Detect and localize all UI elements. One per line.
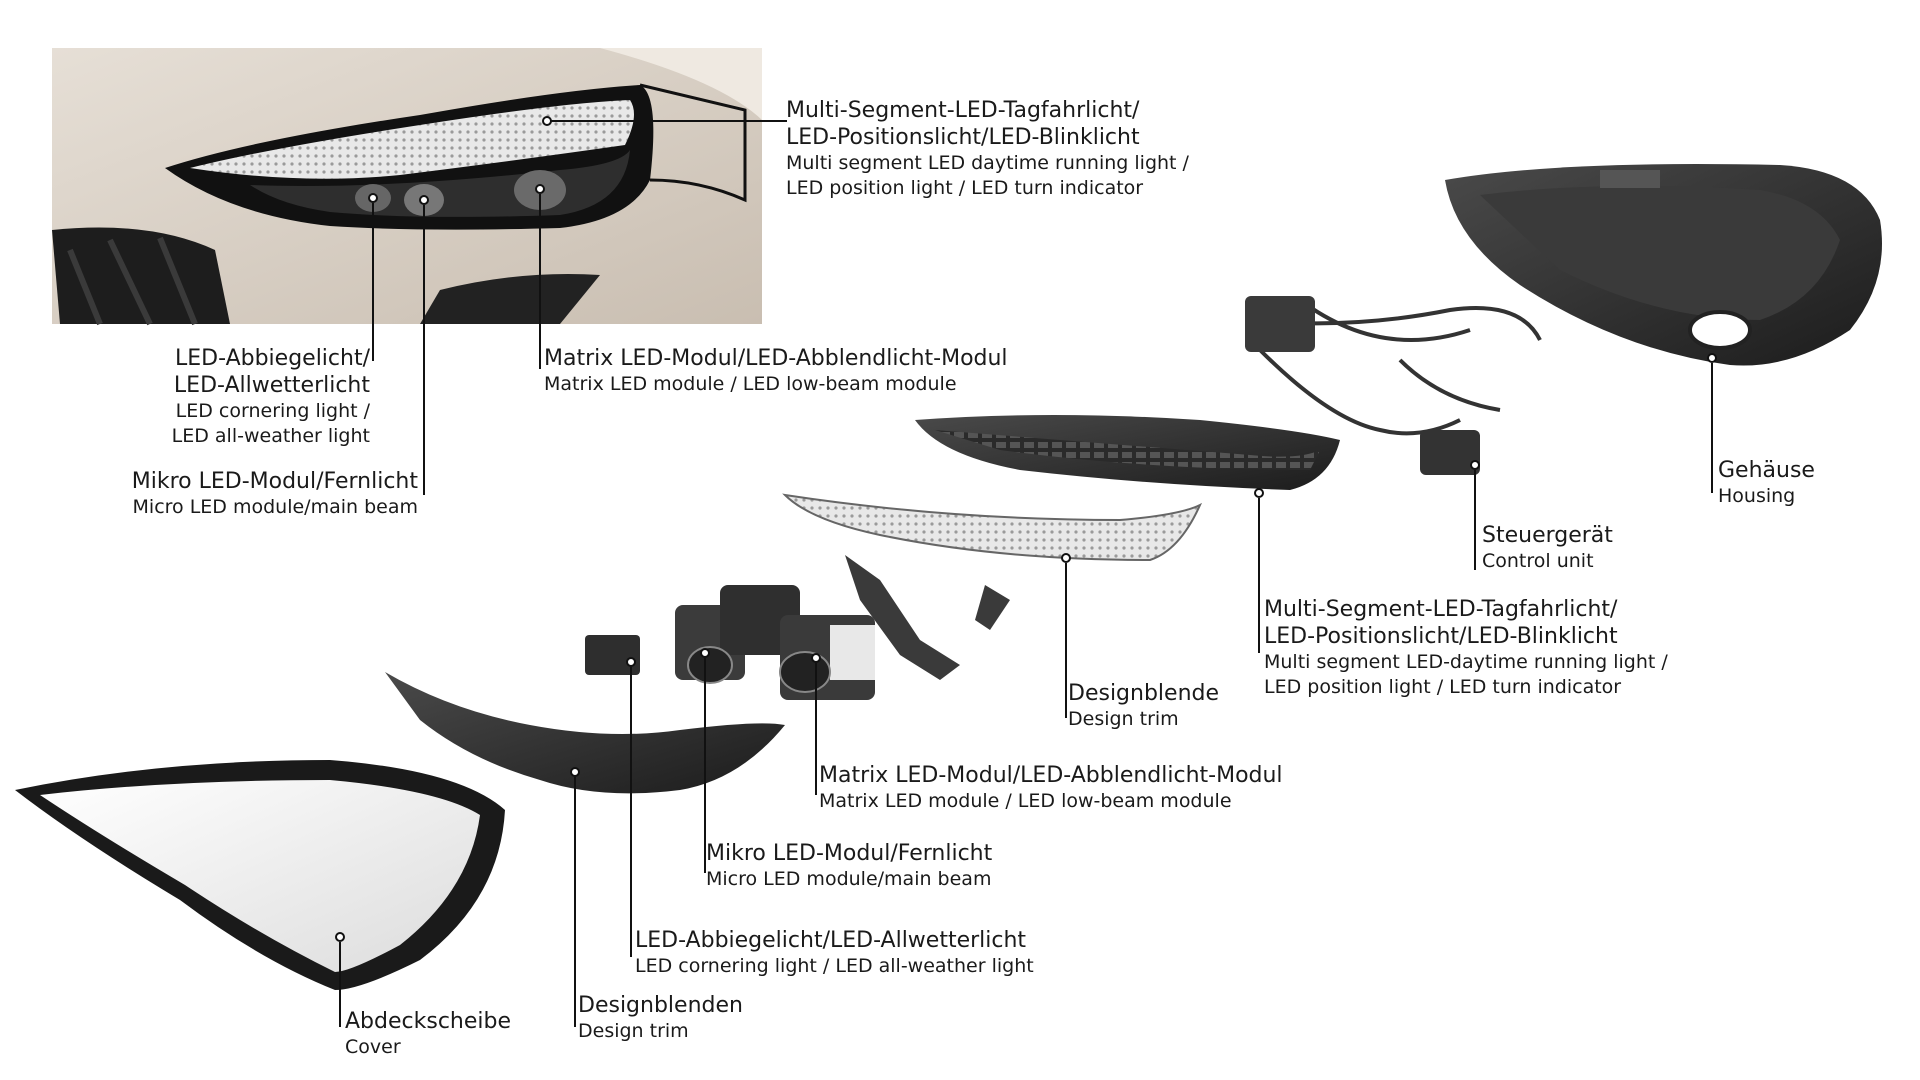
micro-de: Mikro LED-Modul/Fernlicht — [706, 841, 993, 866]
design-trim-mesh-part — [782, 493, 1203, 562]
top-drl-de1: Multi-Segment-LED-Tagfahrlicht/ — [786, 98, 1140, 123]
cover-de: Abdeckscheibe — [345, 1009, 511, 1034]
top-matrix-label: Matrix LED-Modul/LED-Abblendlicht-Modul … — [544, 345, 1008, 397]
cornering-de: LED-Abbiegelicht/LED-Allwetterlicht — [635, 928, 1027, 953]
bracket-part — [845, 555, 960, 680]
control-en: Control unit — [1482, 550, 1594, 572]
leader-cornering-dot — [626, 657, 636, 667]
leader-top-cornering-dot — [368, 193, 378, 203]
control-unit-part — [1420, 430, 1480, 475]
top-matrix-en: Matrix LED module / LED low-beam module — [544, 373, 957, 395]
design-trims-part — [385, 672, 785, 794]
drl-en1: Multi segment LED-daytime running light … — [1264, 651, 1668, 673]
leader-drl-dot — [1254, 488, 1264, 498]
control-box-part — [1245, 296, 1315, 352]
drl-en2: LED position light / LED turn indicator — [1264, 676, 1622, 698]
top-cornering-label: LED-Abbiegelicht/ LED-Allwetterlicht LED… — [110, 345, 370, 449]
leader-control — [1474, 470, 1476, 570]
leader-top-drl-dot — [542, 116, 552, 126]
top-micro-label: Mikro LED-Modul/Fernlicht Micro LED modu… — [100, 468, 418, 520]
leader-matrix — [815, 663, 817, 795]
design-trim-label: Designblende Design trim — [1068, 680, 1219, 732]
leader-cover-dot — [335, 932, 345, 942]
leader-housing — [1711, 363, 1713, 493]
matrix-label: Matrix LED-Modul/LED-Abblendlicht-Modul … — [819, 762, 1283, 814]
leader-micro-dot — [700, 648, 710, 658]
leader-housing-dot — [1707, 353, 1717, 363]
leader-control-dot — [1470, 460, 1480, 470]
top-drl-de2: LED-Positionslicht/LED-Blinklicht — [786, 125, 1140, 150]
leader-design-trim — [1065, 563, 1067, 718]
leader-top-cornering — [372, 203, 374, 361]
leader-drl — [1258, 498, 1260, 653]
design-trim-en: Design trim — [1068, 708, 1179, 730]
design-trims-en: Design trim — [578, 1020, 689, 1042]
leader-top-matrix — [539, 194, 541, 369]
top-drl-en1: Multi segment LED daytime running light … — [786, 152, 1189, 174]
micro-label: Mikro LED-Modul/Fernlicht Micro LED modu… — [706, 840, 992, 892]
cornering-en: LED cornering light / LED all-weather li… — [635, 955, 1034, 977]
drl-strip-part — [915, 415, 1340, 490]
design-trims-de: Designblenden — [578, 993, 743, 1018]
leader-top-matrix-dot — [535, 184, 545, 194]
design-trim-de: Designblende — [1068, 681, 1220, 706]
top-cornering-de1: LED-Abbiegelicht/ — [175, 346, 370, 371]
car-front-photo — [52, 48, 762, 326]
control-label: Steuergerät Control unit — [1482, 522, 1613, 574]
leader-top-drl-h — [547, 120, 787, 122]
matrix-de: Matrix LED-Modul/LED-Abblendlicht-Modul — [819, 763, 1283, 788]
matrix-en: Matrix LED module / LED low-beam module — [819, 790, 1232, 812]
bracket-small-part — [975, 585, 1010, 630]
leader-top-micro — [423, 205, 425, 495]
drl-de2: LED-Positionslicht/LED-Blinklicht — [1264, 624, 1618, 649]
leader-cornering — [630, 667, 632, 957]
top-drl-label: Multi-Segment-LED-Tagfahrlicht/ LED-Posi… — [786, 97, 1189, 201]
drl-de1: Multi-Segment-LED-Tagfahrlicht/ — [1264, 597, 1618, 622]
design-trims-label: Designblenden Design trim — [578, 992, 743, 1044]
leader-matrix-dot — [811, 653, 821, 663]
cover-en: Cover — [345, 1036, 401, 1058]
micro-en: Micro LED module/main beam — [706, 868, 992, 890]
top-micro-en: Micro LED module/main beam — [132, 496, 418, 518]
top-cornering-en2: LED all-weather light — [171, 425, 370, 447]
top-micro-de: Mikro LED-Modul/Fernlicht — [131, 469, 418, 494]
leader-top-micro-dot — [419, 195, 429, 205]
cover-label: Abdeckscheibe Cover — [345, 1008, 511, 1060]
housing-en: Housing — [1718, 485, 1796, 507]
top-drl-en2: LED position light / LED turn indicator — [786, 177, 1144, 199]
cover-lens-part — [15, 760, 505, 990]
top-cornering-de2: LED-Allwetterlicht — [173, 373, 370, 398]
leader-micro — [704, 658, 706, 873]
drl-label: Multi-Segment-LED-Tagfahrlicht/ LED-Posi… — [1264, 596, 1668, 700]
leader-design-trims — [574, 777, 576, 1027]
top-cornering-en1: LED cornering light / — [175, 400, 370, 422]
housing-part — [1445, 164, 1882, 366]
top-matrix-de: Matrix LED-Modul/LED-Abblendlicht-Modul — [544, 346, 1008, 371]
housing-label: Gehäuse Housing — [1718, 457, 1815, 509]
leader-design-trim-dot — [1061, 553, 1071, 563]
leader-design-trims-dot — [570, 767, 580, 777]
cornering-label: LED-Abbiegelicht/LED-Allwetterlicht LED … — [635, 927, 1034, 979]
housing-de: Gehäuse — [1718, 458, 1815, 483]
control-de: Steuergerät — [1482, 523, 1613, 548]
leader-cover — [339, 942, 341, 1027]
modules-part — [585, 585, 875, 700]
